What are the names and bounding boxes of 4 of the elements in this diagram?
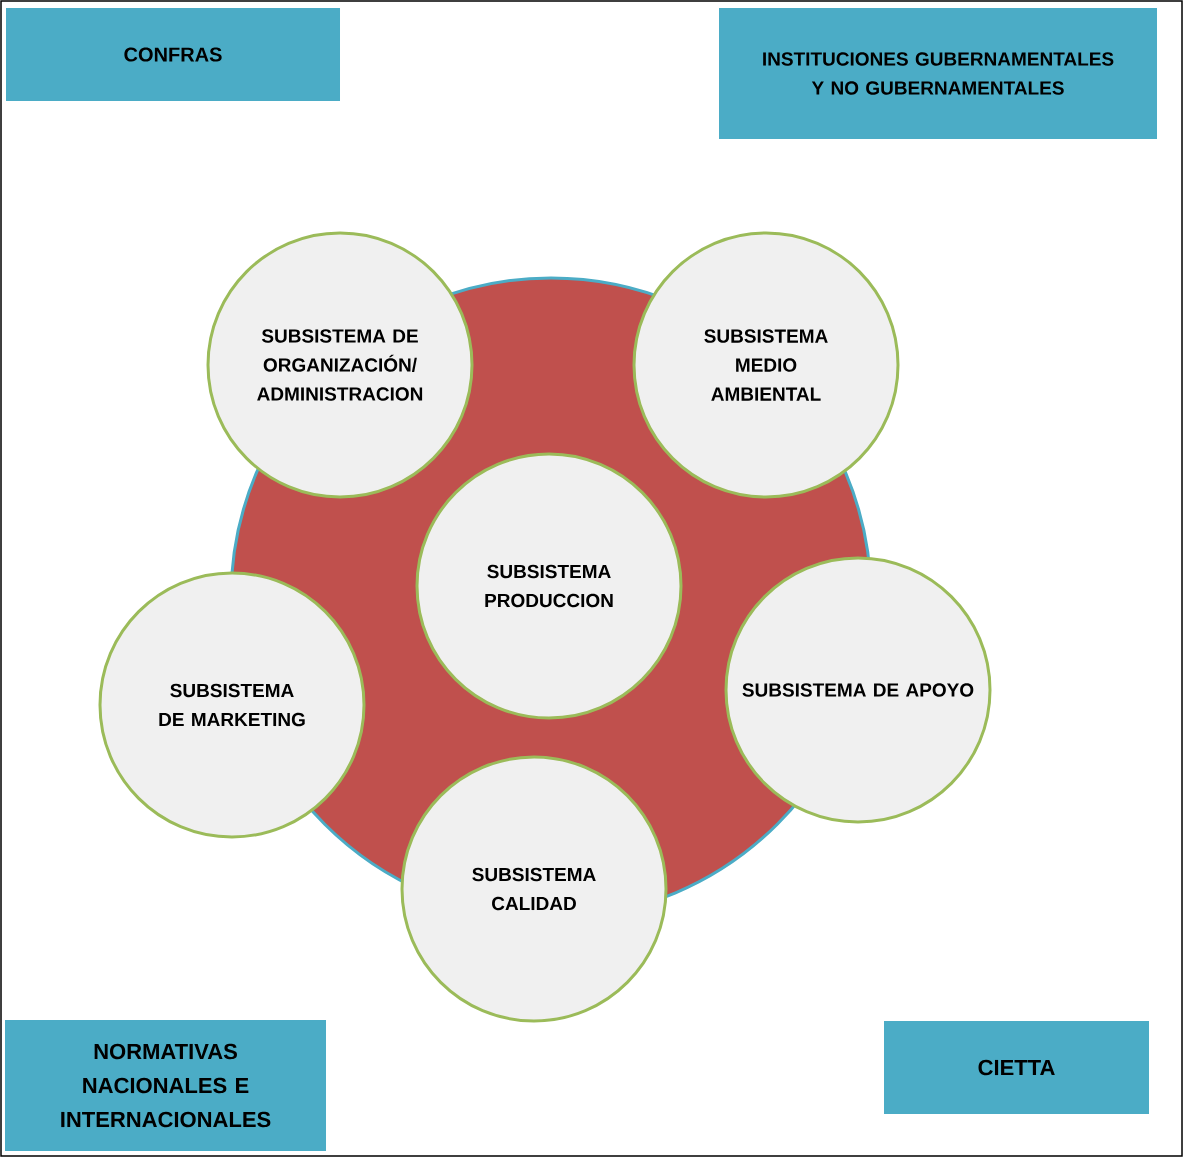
label-box: NORMATIVAS NACIONALES E INTERNACIONALES [5,1020,326,1151]
label-box: CONFRAS [6,8,340,101]
label-box: CIETTA [884,1021,1149,1114]
label-box: INSTITUCIONES GUBERNAMENTALES Y NO GUBERNAMENTALES [719,8,1157,139]
